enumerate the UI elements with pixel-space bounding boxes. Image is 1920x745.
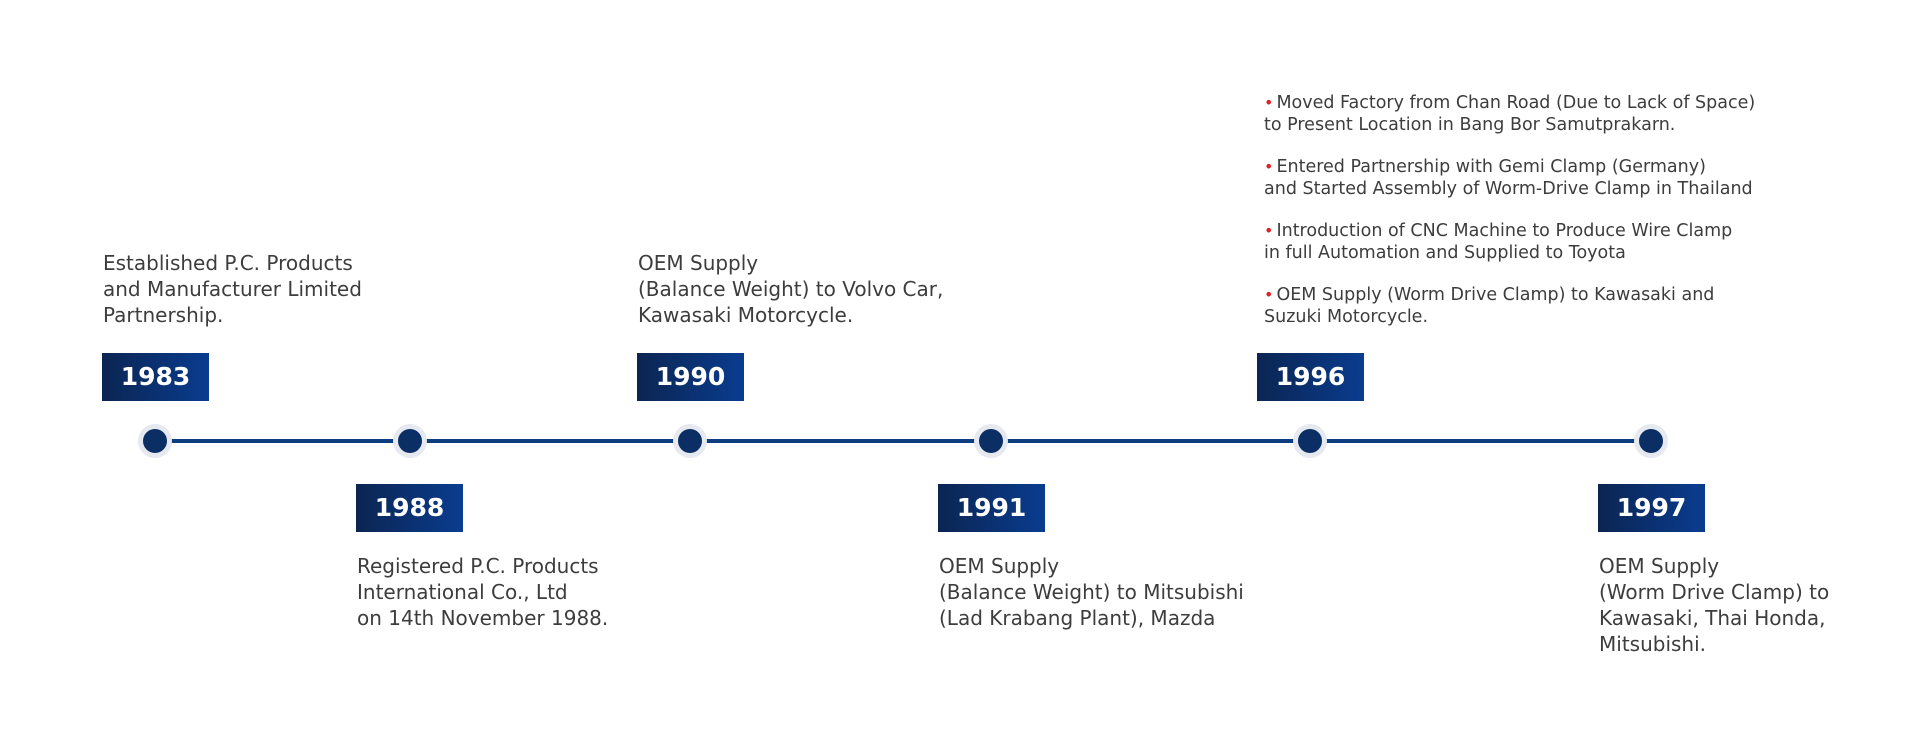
timeline-dot-1988 [398, 429, 422, 453]
bullet-line: Entered Partnership with Gemi Clamp (Ger… [1276, 157, 1706, 177]
event-description-1990: OEM Supply (Balance Weight) to Volvo Car… [638, 250, 943, 328]
timeline-dot-1990 [678, 429, 702, 453]
bullet-icon: • [1264, 157, 1274, 176]
event-line: (Balance Weight) to Mitsubishi [939, 580, 1244, 604]
bullet-icon: • [1264, 221, 1274, 240]
timeline-line [155, 439, 1655, 443]
bullet-icon: • [1264, 285, 1274, 304]
event-line: on 14th November 1988. [357, 606, 609, 630]
event-line: Kawasaki, Thai Honda, [1599, 606, 1826, 630]
bullet-item: •Moved Factory from Chan Road (Due to La… [1264, 92, 1755, 136]
timeline-dot-1996 [1298, 429, 1322, 453]
year-badge-1983: 1983 [102, 353, 209, 401]
bullet-line: OEM Supply (Worm Drive Clamp) to Kawasak… [1276, 285, 1715, 305]
year-badge-1997: 1997 [1598, 484, 1705, 532]
year-badge-1990: 1990 [637, 353, 744, 401]
event-line: (Worm Drive Clamp) to [1599, 580, 1830, 604]
event-line: Registered P.C. Products [357, 554, 599, 578]
event-line: Kawasaki Motorcycle. [638, 303, 854, 327]
event-line: OEM Supply [638, 251, 759, 275]
event-line: Established P.C. Products [103, 251, 353, 275]
bullet-line: Introduction of CNC Machine to Produce W… [1276, 221, 1733, 241]
event-line: OEM Supply [1599, 554, 1720, 578]
event-description-1988: Registered P.C. Products International C… [357, 553, 608, 631]
event-line: OEM Supply [939, 554, 1060, 578]
year-badge-1991: 1991 [938, 484, 1045, 532]
bullet-line: Moved Factory from Chan Road (Due to Lac… [1276, 93, 1756, 113]
event-line: (Balance Weight) to Volvo Car, [638, 277, 944, 301]
bullet-item: •OEM Supply (Worm Drive Clamp) to Kawasa… [1264, 284, 1755, 328]
event-line: Partnership. [103, 303, 224, 327]
year-badge-1988: 1988 [356, 484, 463, 532]
bullet-line: to Present Location in Bang Bor Samutpra… [1264, 115, 1676, 135]
event-line: (Lad Krabang Plant), Mazda [939, 606, 1216, 630]
timeline-dot-1997 [1639, 429, 1663, 453]
event-bullets-1996: •Moved Factory from Chan Road (Due to La… [1264, 92, 1755, 348]
timeline-dot-1983 [143, 429, 167, 453]
event-line: Mitsubishi. [1599, 632, 1707, 656]
bullet-line: Suzuki Motorcycle. [1264, 307, 1429, 327]
year-badge-1996: 1996 [1257, 353, 1364, 401]
bullet-line: in full Automation and Supplied to Toyot… [1264, 243, 1626, 263]
bullet-item: •Entered Partnership with Gemi Clamp (Ge… [1264, 156, 1755, 200]
bullet-item: •Introduction of CNC Machine to Produce … [1264, 220, 1755, 264]
event-description-1991: OEM Supply (Balance Weight) to Mitsubish… [939, 553, 1244, 631]
event-description-1997: OEM Supply (Worm Drive Clamp) to Kawasak… [1599, 553, 1829, 657]
bullet-line: and Started Assembly of Worm-Drive Clamp… [1264, 179, 1753, 199]
event-description-1983: Established P.C. Products and Manufactur… [103, 250, 362, 328]
event-line: International Co., Ltd [357, 580, 568, 604]
event-line: and Manufacturer Limited [103, 277, 362, 301]
timeline-dot-1991 [979, 429, 1003, 453]
bullet-icon: • [1264, 93, 1274, 112]
